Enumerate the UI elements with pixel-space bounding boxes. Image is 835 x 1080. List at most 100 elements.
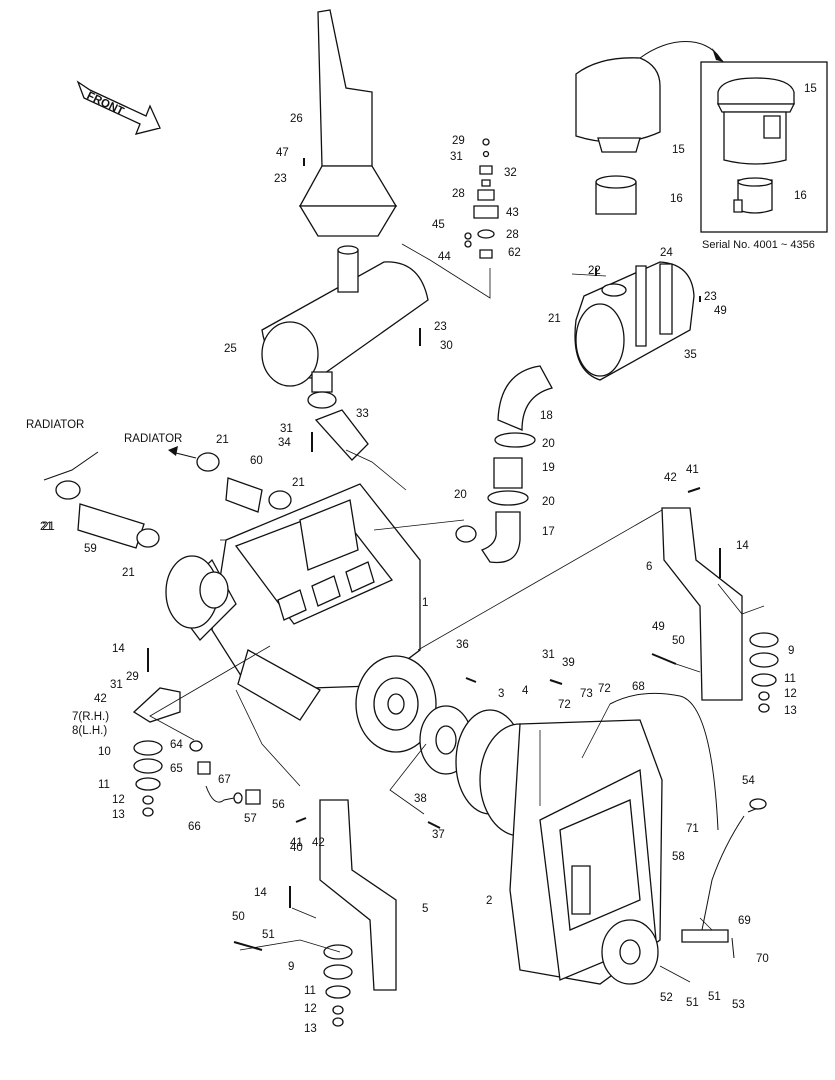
callout-71: 71 xyxy=(686,823,699,835)
callout-51: 51 xyxy=(262,929,275,941)
callout-19: 19 xyxy=(542,462,555,474)
callout-11: 11 xyxy=(304,985,316,997)
callout-20: 20 xyxy=(542,438,555,450)
elbow-17 xyxy=(481,511,521,564)
fitting-68 xyxy=(233,792,243,804)
callout-30: 30 xyxy=(440,340,453,352)
flex-pipe xyxy=(307,391,369,461)
callout-49: 49 xyxy=(714,305,727,317)
callout-58: 58 xyxy=(672,851,685,863)
engine xyxy=(165,483,421,721)
inset-arrow xyxy=(639,41,721,59)
callout-64: 64 xyxy=(170,739,183,751)
bracket-70 xyxy=(681,929,729,943)
callout-29: 29 xyxy=(126,671,139,683)
callout-16: 16 xyxy=(670,193,683,205)
callout-42: 42 xyxy=(664,472,677,484)
callout-23: 23 xyxy=(704,291,717,303)
connector-lines xyxy=(149,243,765,983)
pin-71 xyxy=(731,937,735,959)
callout-2: 2 xyxy=(486,895,492,907)
callout-44: 44 xyxy=(438,251,451,263)
callout-57: 57 xyxy=(244,813,257,825)
air-cleaner-cap xyxy=(575,57,661,153)
callout-12: 12 xyxy=(112,794,125,806)
bracket-7 xyxy=(132,687,181,723)
callout-18: 18 xyxy=(540,410,553,422)
callout-51: 51 xyxy=(708,991,721,1003)
callout-21: 21 xyxy=(292,477,305,489)
radiator-left-label: RADIATOR xyxy=(26,419,84,431)
callout-66: 66 xyxy=(188,821,201,833)
callout-35: 35 xyxy=(684,349,697,361)
callout-28: 28 xyxy=(506,229,519,241)
air-cleaner-body xyxy=(574,261,695,381)
callout-14: 14 xyxy=(736,540,749,552)
callout-6: 6 xyxy=(646,561,652,573)
callout-13: 13 xyxy=(784,705,797,717)
lh-label: 8(L.H.) xyxy=(72,725,107,737)
callout-12: 12 xyxy=(784,688,797,700)
callout-21: 21 xyxy=(40,521,53,533)
callout-21: 21 xyxy=(42,521,55,533)
front-label: FRONT xyxy=(85,90,126,118)
radiator-center-label: RADIATOR xyxy=(124,433,182,445)
bolts xyxy=(147,158,721,951)
tube-19 xyxy=(493,457,523,489)
callout-72: 72 xyxy=(558,699,571,711)
flywheel-housing xyxy=(355,655,437,753)
mount-left xyxy=(133,740,163,817)
callout-9: 9 xyxy=(288,961,294,973)
fitting-66 xyxy=(197,761,211,775)
callout-26: 26 xyxy=(290,113,303,125)
callout-31: 31 xyxy=(280,423,293,435)
callout-42: 42 xyxy=(94,693,107,705)
mount-right xyxy=(749,632,779,713)
hose-18 xyxy=(497,365,553,431)
bracket-6 xyxy=(661,507,743,701)
callout-43: 43 xyxy=(506,207,519,219)
callout-23: 23 xyxy=(434,321,447,333)
serial-number-label: Serial No. 4001 ~ 4356 xyxy=(702,239,815,251)
clamp-16 xyxy=(595,175,637,215)
callout-67: 67 xyxy=(218,774,231,786)
callout-12: 12 xyxy=(304,1003,317,1015)
callout-72: 72 xyxy=(598,683,611,695)
hose-67 xyxy=(205,785,235,803)
callout-42: 42 xyxy=(312,837,325,849)
callout-69: 69 xyxy=(738,915,751,927)
callout-41: 41 xyxy=(686,464,699,476)
callout-28: 28 xyxy=(452,188,465,200)
callout-38: 38 xyxy=(414,793,427,805)
callout-13: 13 xyxy=(304,1023,317,1035)
callout-21: 21 xyxy=(548,313,561,325)
fitting-58 xyxy=(245,789,261,805)
radiator-hoses xyxy=(55,452,292,549)
dipstick-59 xyxy=(699,815,745,941)
callout-17: 17 xyxy=(542,526,555,538)
callout-21: 21 xyxy=(122,567,135,579)
flex-plate-hub xyxy=(435,725,457,755)
mount-bottom xyxy=(323,944,353,1027)
radiator-arrow-left xyxy=(43,451,99,481)
callout-41: 41 xyxy=(290,837,303,849)
callout-45: 45 xyxy=(432,219,445,231)
clamp-20-a xyxy=(494,432,536,448)
callout-40: 40 xyxy=(290,842,303,854)
callout-68: 68 xyxy=(632,681,645,693)
fitting-65 xyxy=(189,740,203,752)
callout-20: 20 xyxy=(542,496,555,508)
callout-31: 31 xyxy=(542,649,555,661)
callout-29: 29 xyxy=(452,135,465,147)
callout-11: 11 xyxy=(784,673,796,685)
callout-1: 1 xyxy=(422,597,428,609)
inset-arrowhead xyxy=(712,48,724,62)
clamp-20-b xyxy=(487,490,529,506)
callout-21: 21 xyxy=(216,434,229,446)
callout-34: 34 xyxy=(278,437,291,449)
callout-59: 59 xyxy=(84,543,97,555)
callout-47: 47 xyxy=(276,147,289,159)
callout-14: 14 xyxy=(254,887,267,899)
